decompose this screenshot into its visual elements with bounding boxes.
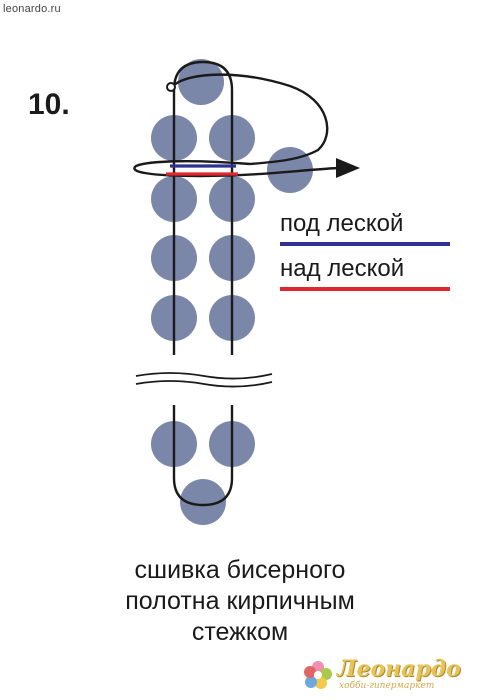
- legend-label-under: под леской: [280, 210, 404, 237]
- leonardo-logo: Леонардо хобби-гипермаркет: [303, 656, 473, 696]
- thread-start-ring: [166, 82, 176, 92]
- threads: [133, 60, 339, 507]
- caption-line-2: полотна кирпичным: [125, 587, 355, 615]
- caption-line-1: сшивка бисерного: [134, 556, 346, 584]
- caption-line-3: стежком: [191, 618, 289, 646]
- thread-lower-frame: [172, 405, 234, 507]
- step-number: 10.: [28, 88, 70, 121]
- break-wave-1: [135, 372, 273, 380]
- thread-top-loop: [173, 73, 329, 166]
- legend-item-under: под леской: [280, 212, 450, 246]
- arrow-head-icon: [336, 158, 360, 178]
- thread-horizontal-loop: [133, 160, 339, 178]
- beads: [151, 59, 313, 525]
- legend-line-over: [280, 287, 450, 291]
- thread-upper-frame: [172, 60, 234, 355]
- logo-tagline: хобби-гипермаркет: [339, 681, 435, 691]
- watermark-text: leonardo.ru: [3, 3, 61, 15]
- legend-label-over: над леской: [280, 255, 405, 282]
- diagram-caption: сшивка бисерного полотна кирпичным стежк…: [40, 555, 440, 648]
- legend-item-over: над леской: [280, 257, 450, 291]
- flower-icon: [304, 661, 332, 689]
- logo-name: Леонардо: [337, 656, 461, 682]
- bead-extra: [267, 147, 313, 193]
- legend-line-under: [280, 242, 450, 246]
- bead-top: [178, 59, 224, 105]
- bead-bottom: [180, 479, 226, 525]
- break-wave-2: [135, 380, 273, 388]
